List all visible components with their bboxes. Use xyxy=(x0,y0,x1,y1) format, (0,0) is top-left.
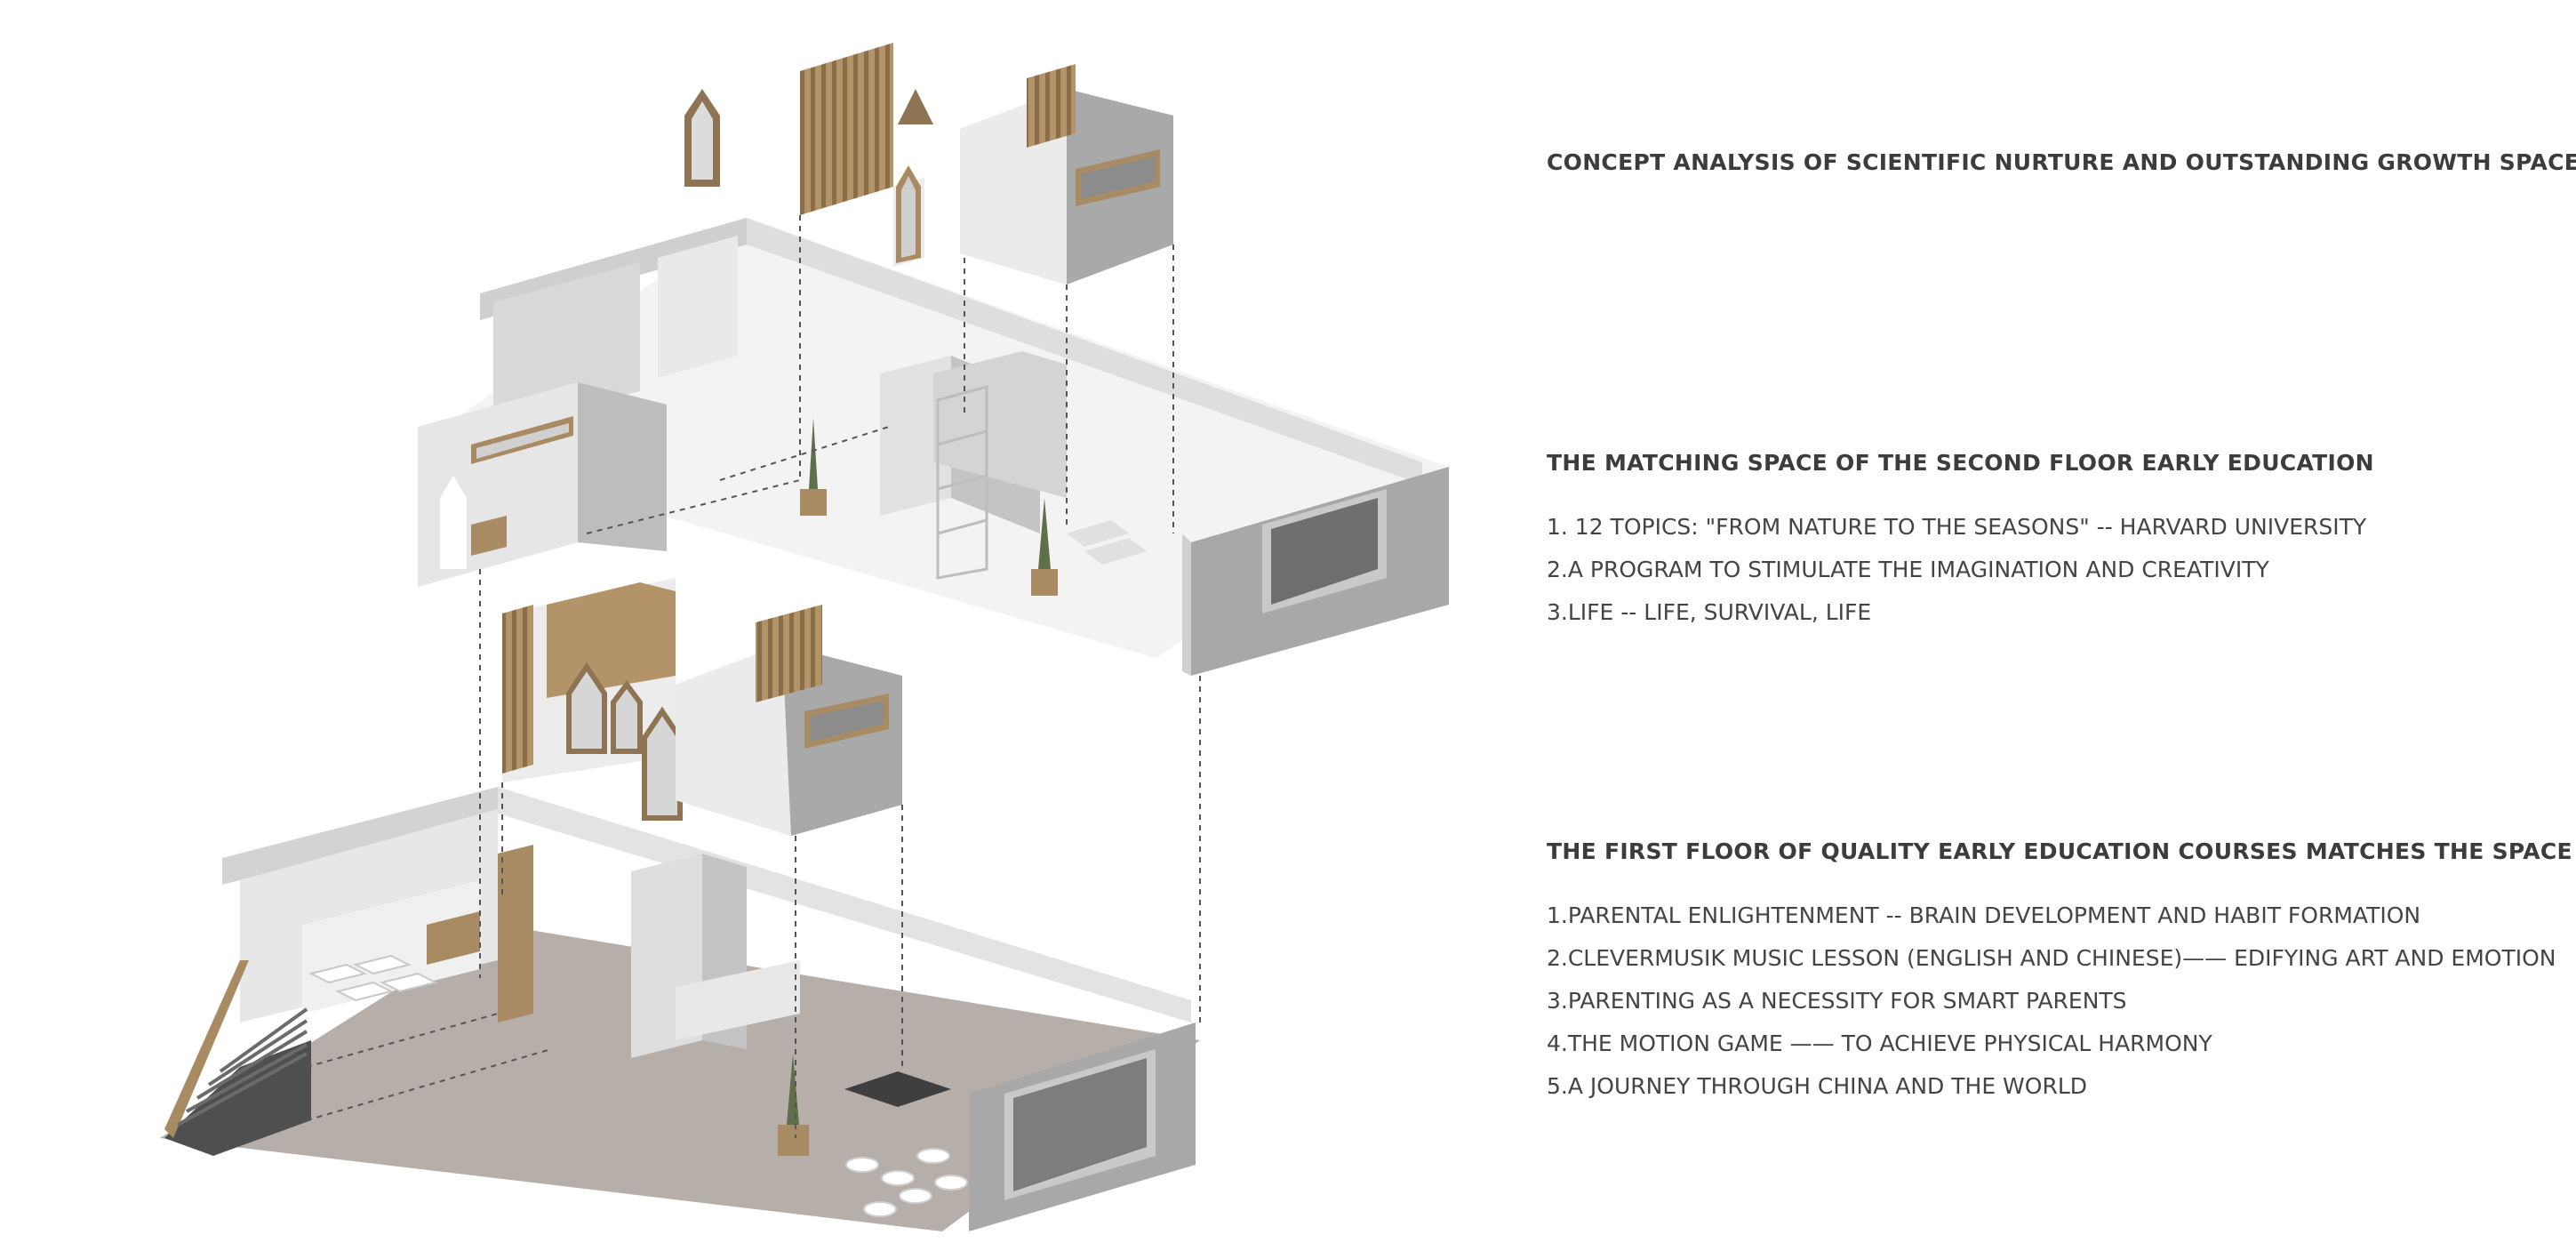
ground-floor-plan xyxy=(160,787,1200,1231)
top-box-room xyxy=(893,64,1173,285)
middle-detail-block xyxy=(502,578,902,836)
list-item: 3.LIFE -- LIFE, SURVIVAL, LIFE xyxy=(1547,599,1872,625)
exploded-axonometric-diagram xyxy=(160,43,1449,1231)
second-floor-plan xyxy=(418,218,1449,676)
first-floor-course-list: 1.PARENTAL ENLIGHTENMENT -- BRAIN DEVELO… xyxy=(1547,894,2556,1108)
list-item: 2.A PROGRAM TO STIMULATE THE IMAGINATION… xyxy=(1547,557,2269,582)
top-detail-pieces xyxy=(684,43,1173,285)
list-item: 4.THE MOTION GAME —— TO ACHIEVE PHYSICAL… xyxy=(1547,1030,2212,1056)
list-item: 5.A JOURNEY THROUGH CHINA AND THE WORLD xyxy=(1547,1073,2088,1099)
second-floor-course-list: 1. 12 TOPICS: "FROM NATURE TO THE SEASON… xyxy=(1547,506,2542,634)
list-item: 1.PARENTAL ENLIGHTENMENT -- BRAIN DEVELO… xyxy=(1547,902,2421,928)
list-item: 1. 12 TOPICS: "FROM NATURE TO THE SEASON… xyxy=(1547,514,2367,540)
section-second-floor: THE MATCHING SPACE OF THE SECOND FLOOR E… xyxy=(1547,450,2542,634)
list-item: 3.PARENTING AS A NECESSITY FOR SMART PAR… xyxy=(1547,988,2127,1014)
ground-floor-back-wall xyxy=(222,787,498,885)
ground-floor-stools xyxy=(845,1148,968,1217)
section-title: THE MATCHING SPACE OF THE SECOND FLOOR E… xyxy=(1547,450,2374,476)
section-title: THE FIRST FLOOR OF QUALITY EARLY EDUCATI… xyxy=(1547,838,2572,864)
alignment-dashed-lines xyxy=(306,215,1201,1138)
section-first-floor: THE FIRST FLOOR OF QUALITY EARLY EDUCATI… xyxy=(1547,838,2572,1108)
ground-floor-cafe-tables xyxy=(308,954,438,1002)
section-concept-analysis: CONCEPT ANALYSIS OF SCIENTIFIC NURTURE A… xyxy=(1547,149,2576,175)
list-item: 2.CLEVERMUSIK MUSIC LESSON (ENGLISH AND … xyxy=(1547,945,2556,971)
wood-slat-screen xyxy=(800,43,893,215)
text-panel: CONCEPT ANALYSIS OF SCIENTIFIC NURTURE A… xyxy=(1547,0,2576,1251)
roof-gable xyxy=(898,89,933,124)
ground-floor-staircase xyxy=(164,960,311,1156)
section-title: CONCEPT ANALYSIS OF SCIENTIFIC NURTURE A… xyxy=(1547,149,2576,175)
